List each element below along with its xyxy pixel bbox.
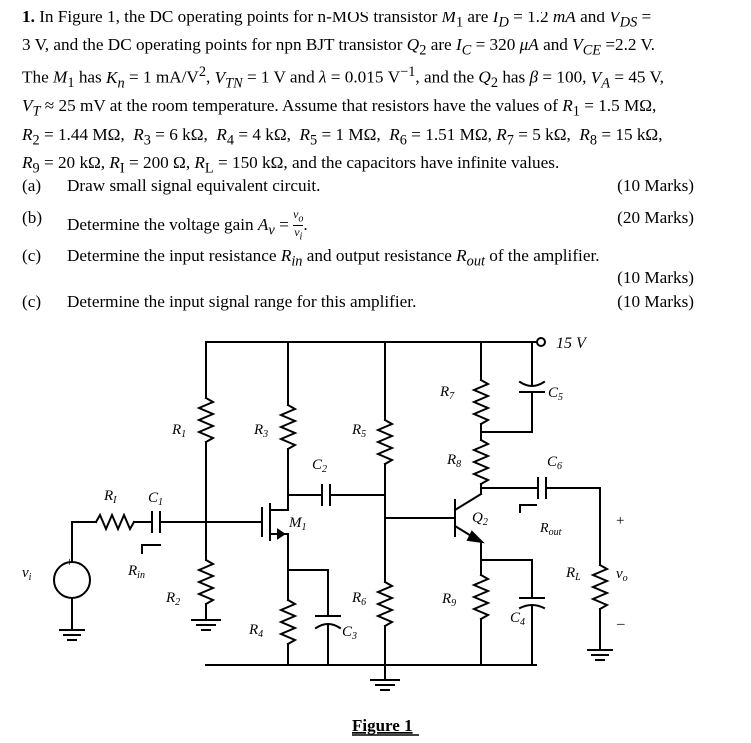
label-plus-out: + (616, 513, 624, 529)
label-r4: R4 (248, 622, 263, 640)
part-a-marks: (10 Marks) (617, 176, 694, 195)
label-vi: vi (22, 565, 32, 583)
label-r2: R2 (165, 590, 180, 608)
resistor-r5 (375, 418, 395, 466)
problem-line-2: 3 V, and the DC operating points for npn… (22, 35, 655, 59)
label-rout: Rout (539, 521, 562, 538)
label-supply: 15 V (556, 335, 588, 352)
label-r3: R3 (253, 422, 268, 440)
problem-number: 1. (22, 7, 35, 26)
part-d-marks: (10 Marks) (617, 292, 694, 311)
label-q2: Q2 (472, 510, 488, 528)
label-r7: R7 (439, 384, 455, 402)
label-plus-in: + (66, 554, 73, 569)
resistor-r6 (375, 580, 395, 628)
label-r6: R6 (351, 590, 366, 608)
label-rin: Rin (127, 563, 145, 581)
problem-line-4: VT ≈ 25 mV at the room temperature. Assu… (22, 96, 657, 120)
label-rl: RL (565, 565, 581, 583)
label-c1: C1 (148, 490, 163, 508)
resistor-ri (94, 512, 136, 532)
part-c-text: Determine the input resistance Rin and o… (67, 246, 600, 270)
label-r9: R9 (441, 591, 456, 609)
label-c4: C4 (510, 610, 525, 628)
problem-line-3: The M1 has Kn = 1 mA/V2, VTN = 1 V and λ… (22, 64, 664, 92)
part-a-text: Draw small signal equivalent circuit. (67, 176, 321, 195)
figure-caption: Figure 1 (352, 716, 413, 735)
part-d-label: (c) (22, 292, 42, 311)
label-c6: C6 (547, 454, 562, 472)
part-a-label: (a) (22, 176, 42, 195)
label-r8: R8 (446, 452, 461, 470)
resistor-r4 (278, 598, 298, 646)
scan-crop-edge (320, 0, 740, 12)
supply-terminal (536, 337, 546, 347)
label-r5: R5 (351, 422, 366, 440)
part-c-label: (c) (22, 246, 42, 265)
problem-line-6: R9 = 20 kΩ, RI = 200 Ω, RL = 150 kΩ, and… (22, 152, 560, 177)
label-c2: C2 (312, 457, 327, 475)
part-d-text: Determine the input signal range for thi… (67, 292, 417, 311)
part-b-marks: (20 Marks) (617, 208, 694, 227)
resistor-r7 (471, 378, 491, 426)
label-r1: R1 (171, 422, 186, 440)
label-minus-out: – (616, 616, 625, 632)
problem-line-5: R2 = 1.44 MΩ, R3 = 6 kΩ, R4 = 4 kΩ, R5 =… (22, 124, 663, 149)
resistor-r8 (471, 438, 491, 486)
resistor-r2 (196, 558, 216, 606)
label-vo: vo (616, 566, 628, 584)
resistor-r1 (196, 396, 216, 444)
label-m1: M1 (288, 515, 307, 533)
problem-statement: 1. In Figure 1, the DC operating points … (22, 6, 734, 180)
label-c3: C3 (342, 624, 357, 642)
part-c-marks: (10 Marks) (617, 268, 694, 287)
resistor-r9 (471, 573, 491, 621)
label-c5: C5 (548, 385, 563, 403)
resistor-r3 (278, 403, 298, 451)
resistor-rl (590, 563, 610, 611)
part-b-label: (b) (22, 208, 43, 227)
label-ri: RI (103, 488, 117, 506)
